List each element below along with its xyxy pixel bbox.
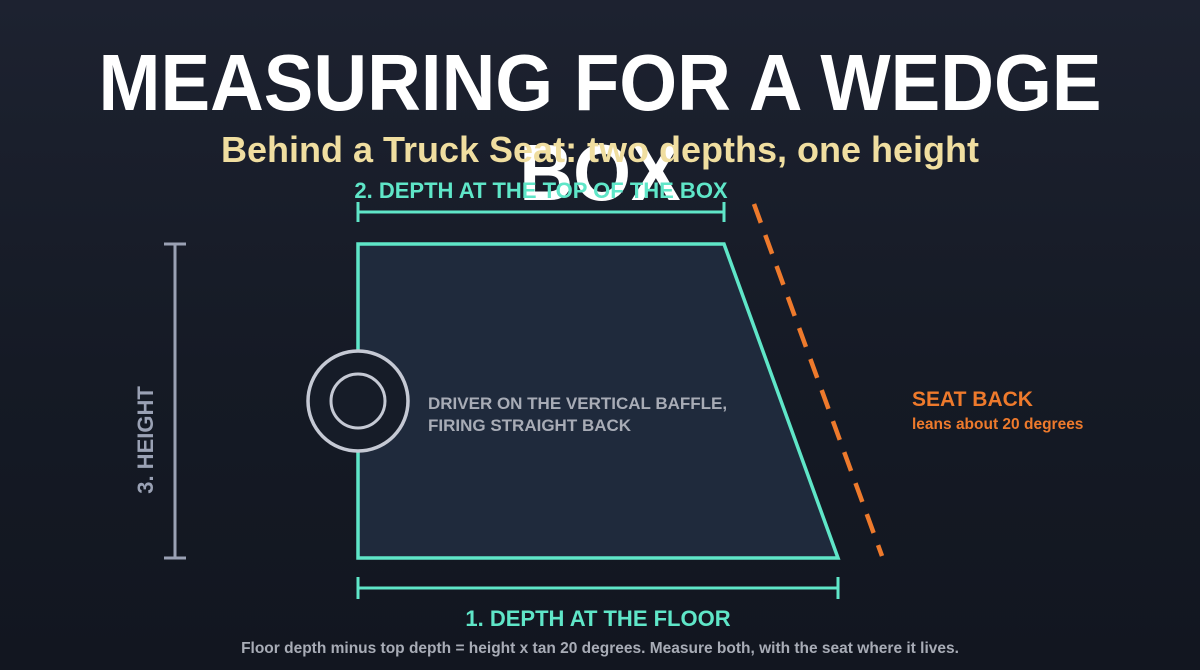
page-subtitle: Behind a Truck Seat: two depths, one hei… [220, 129, 980, 170]
page-title: MEASURING FOR A WEDGE BOX [98, 38, 1102, 217]
floor-depth-dimension [356, 577, 840, 599]
wedge-box [356, 242, 841, 560]
footer-note: Floor depth minus top depth = height x t… [241, 640, 959, 657]
seat-back-note: leans about 20 degrees [912, 416, 1083, 433]
height-label: 3. HEIGHT [133, 386, 158, 494]
height-dimension [164, 242, 186, 560]
driver-label-line2: FIRING STRAIGHT BACK [428, 416, 632, 435]
seat-back-line [751, 203, 885, 557]
driver-icon [306, 349, 410, 453]
top-depth-dimension [356, 202, 726, 222]
seat-back-label: SEAT BACK [912, 388, 1033, 411]
top-depth-label: 2. DEPTH AT THE TOP OF THE BOX [354, 178, 728, 203]
floor-depth-label: 1. DEPTH AT THE FLOOR [465, 606, 730, 631]
driver-label-line1: DRIVER ON THE VERTICAL BAFFLE, [428, 394, 727, 413]
